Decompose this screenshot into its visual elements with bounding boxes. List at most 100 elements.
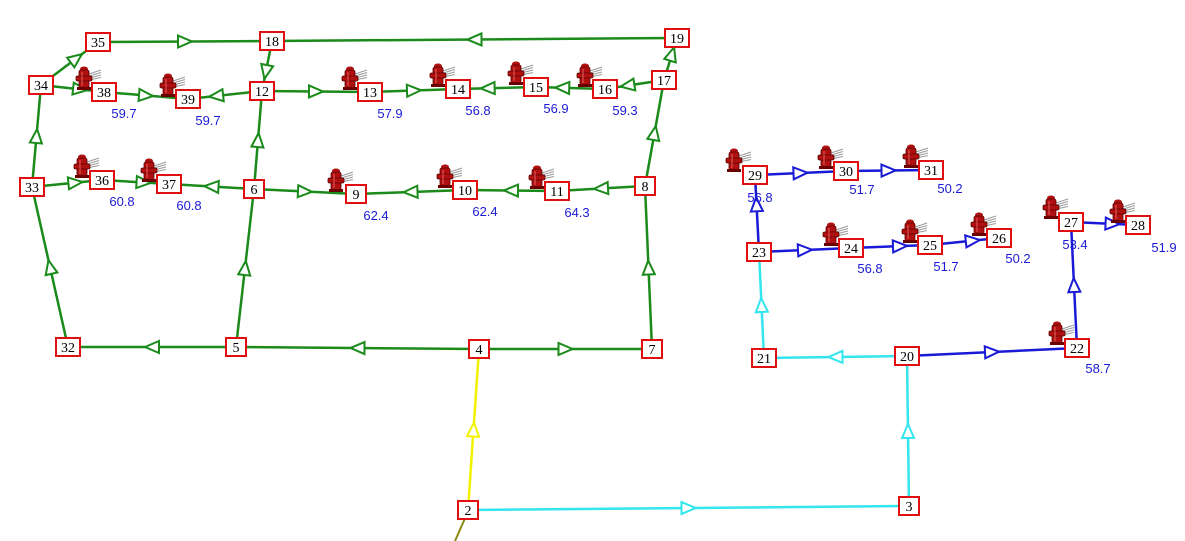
pipe-30-31[interactable] bbox=[845, 163, 932, 179]
node-25[interactable]: 25 bbox=[917, 235, 943, 255]
node-16[interactable]: 16 bbox=[592, 79, 618, 99]
flow-arrow bbox=[65, 52, 84, 70]
pipe-6-9[interactable] bbox=[253, 183, 357, 199]
pipe-4-5[interactable] bbox=[235, 340, 480, 356]
pressure-label: 60.8 bbox=[176, 198, 201, 213]
pipe-20-22[interactable] bbox=[906, 344, 1078, 360]
pipe-4-7[interactable] bbox=[479, 341, 652, 357]
pipe-29-30[interactable] bbox=[754, 165, 847, 181]
node-30[interactable]: 30 bbox=[833, 161, 859, 181]
node-11[interactable]: 11 bbox=[544, 181, 570, 201]
node-23[interactable]: 23 bbox=[746, 242, 772, 262]
pipe-3-20[interactable] bbox=[900, 355, 916, 507]
pipe-2-4[interactable] bbox=[465, 348, 481, 511]
node-19[interactable]: 19 bbox=[664, 28, 690, 48]
pipe-8-17[interactable] bbox=[643, 79, 666, 187]
pipe-38-39[interactable] bbox=[103, 87, 189, 103]
node-label: 6 bbox=[251, 183, 258, 198]
node-label: 11 bbox=[550, 185, 563, 200]
fire-hydrant-icon bbox=[327, 168, 354, 192]
pipe-10-9[interactable] bbox=[355, 184, 466, 200]
pipe-13-14[interactable] bbox=[369, 83, 459, 99]
pipe-23-24[interactable] bbox=[758, 242, 852, 258]
node-20[interactable]: 20 bbox=[894, 346, 920, 366]
node-18[interactable]: 18 bbox=[259, 31, 285, 51]
pipe-21-23[interactable] bbox=[754, 251, 770, 359]
pipe-6-12[interactable] bbox=[249, 90, 265, 190]
pipe-20-21[interactable] bbox=[763, 349, 908, 365]
node-33[interactable]: 33 bbox=[19, 177, 45, 197]
pressure-label: 51.7 bbox=[849, 182, 874, 197]
node-7[interactable]: 7 bbox=[641, 339, 663, 359]
pressure-label: 59.7 bbox=[111, 106, 136, 121]
hydrants-layer bbox=[73, 61, 1136, 345]
node-22[interactable]: 22 bbox=[1064, 338, 1090, 358]
node-6[interactable]: 6 bbox=[243, 179, 265, 199]
pipe-19-18[interactable] bbox=[271, 31, 678, 47]
flow-arrow bbox=[28, 126, 44, 145]
pipe-8-11[interactable] bbox=[556, 180, 646, 196]
node-label: 15 bbox=[529, 81, 543, 96]
flow-arrow bbox=[680, 500, 699, 516]
pressure-label: 62.4 bbox=[363, 208, 388, 223]
flow-arrow bbox=[464, 31, 483, 47]
pipe-32-33[interactable] bbox=[30, 186, 70, 348]
node-2[interactable]: 2 bbox=[457, 500, 479, 520]
node-15[interactable]: 15 bbox=[523, 77, 549, 97]
node-label: 24 bbox=[844, 242, 858, 257]
node-38[interactable]: 38 bbox=[91, 82, 117, 102]
pressure-label: 60.8 bbox=[109, 194, 134, 209]
node-31[interactable]: 31 bbox=[918, 160, 944, 180]
pipe-33-34[interactable] bbox=[28, 84, 44, 188]
pipe-11-10[interactable] bbox=[464, 183, 558, 199]
node-4[interactable]: 4 bbox=[468, 339, 490, 359]
node-label: 35 bbox=[91, 36, 105, 51]
node-27[interactable]: 27 bbox=[1058, 212, 1084, 232]
flow-arrow bbox=[176, 34, 195, 50]
node-label: 5 bbox=[233, 341, 240, 356]
fire-hydrant-icon bbox=[140, 158, 167, 182]
node-label: 4 bbox=[476, 343, 483, 358]
node-17[interactable]: 17 bbox=[651, 70, 677, 90]
pipe-23-29[interactable] bbox=[749, 174, 765, 253]
pipe-5-6[interactable] bbox=[234, 188, 256, 348]
node-9[interactable]: 9 bbox=[345, 184, 367, 204]
node-34[interactable]: 34 bbox=[28, 75, 54, 95]
pipe-35-18[interactable] bbox=[97, 34, 273, 50]
node-14[interactable]: 14 bbox=[445, 79, 471, 99]
node-3[interactable]: 3 bbox=[898, 496, 920, 516]
pipe-6-37[interactable] bbox=[168, 179, 255, 195]
node-24[interactable]: 24 bbox=[838, 238, 864, 258]
pipe-22-27[interactable] bbox=[1066, 221, 1082, 349]
node-5[interactable]: 5 bbox=[225, 337, 247, 357]
node-35[interactable]: 35 bbox=[85, 32, 111, 52]
pipe-2-3[interactable] bbox=[467, 500, 910, 516]
node-10[interactable]: 10 bbox=[452, 180, 478, 200]
flow-arrow bbox=[792, 165, 811, 181]
node-39[interactable]: 39 bbox=[175, 89, 201, 109]
node-36[interactable]: 36 bbox=[89, 170, 115, 190]
node-21[interactable]: 21 bbox=[751, 348, 777, 368]
fire-hydrant-icon bbox=[1042, 195, 1069, 219]
node-12[interactable]: 12 bbox=[249, 81, 275, 101]
node-label: 20 bbox=[900, 350, 914, 365]
fire-hydrant-icon bbox=[528, 165, 555, 189]
flow-arrow bbox=[347, 340, 366, 356]
node-13[interactable]: 13 bbox=[357, 82, 383, 102]
node-29[interactable]: 29 bbox=[742, 165, 768, 185]
pressure-label: 51.7 bbox=[933, 259, 958, 274]
pipe-7-8[interactable] bbox=[641, 185, 657, 350]
node-28[interactable]: 28 bbox=[1125, 215, 1151, 235]
pressure-label: 56.8 bbox=[857, 261, 882, 276]
node-label: 31 bbox=[924, 164, 938, 179]
pipe-5-32[interactable] bbox=[68, 339, 236, 355]
node-32[interactable]: 32 bbox=[55, 337, 81, 357]
pipe-24-25[interactable] bbox=[850, 238, 931, 254]
node-37[interactable]: 37 bbox=[156, 174, 182, 194]
pipe-12-13[interactable] bbox=[261, 83, 371, 99]
flow-arrow bbox=[206, 87, 225, 103]
node-8[interactable]: 8 bbox=[634, 176, 656, 196]
node-label: 34 bbox=[34, 79, 48, 94]
node-26[interactable]: 26 bbox=[986, 228, 1012, 248]
